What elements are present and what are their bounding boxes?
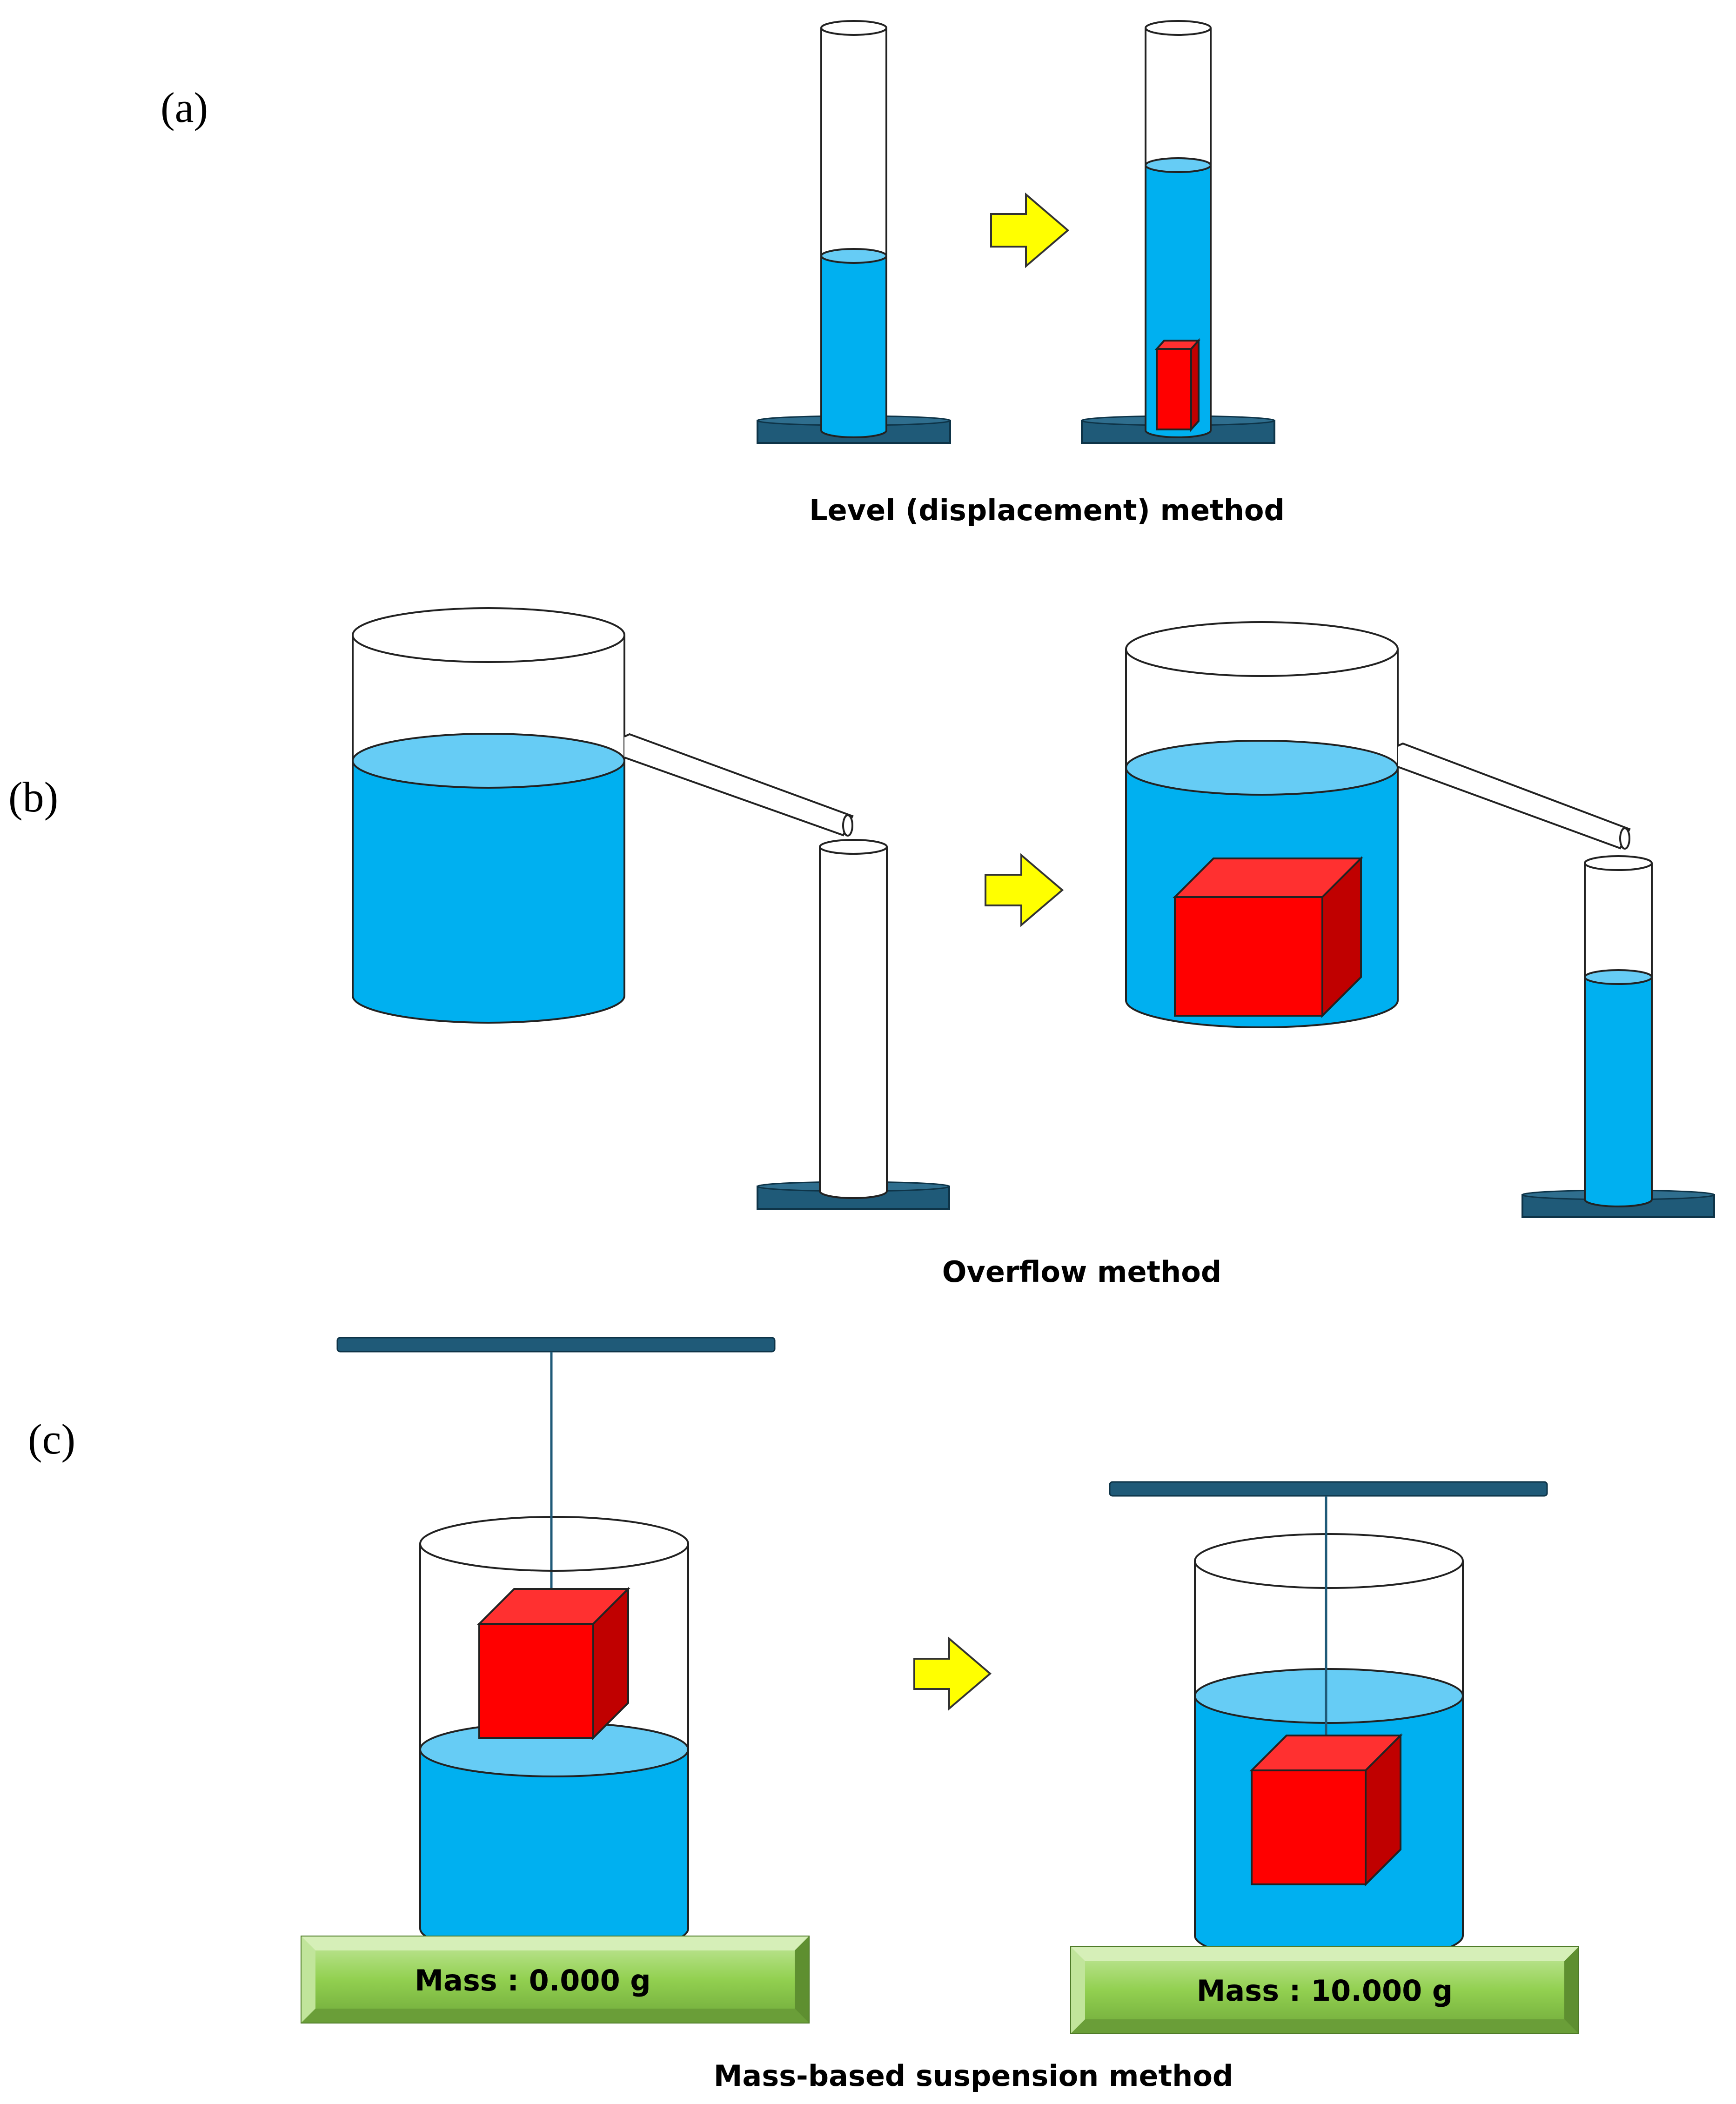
water-surface bbox=[1194, 1668, 1464, 1724]
arrow-right-icon bbox=[985, 853, 1064, 927]
beaker-b-before bbox=[352, 607, 854, 1024]
panel-label-b: (b) bbox=[8, 773, 58, 821]
beaker-b-after bbox=[1125, 621, 1631, 1028]
mass-readout-left: Mass : 0.000 g bbox=[415, 1963, 650, 1997]
panel-label-a: (a) bbox=[161, 84, 208, 131]
cube bbox=[1173, 856, 1363, 1018]
water-surface bbox=[352, 733, 625, 789]
caption-c: Mass-based suspension method bbox=[714, 2059, 1233, 2093]
water-body bbox=[352, 760, 625, 1024]
panel-label-c: (c) bbox=[28, 1415, 75, 1463]
caption-b: Overflow method bbox=[942, 1255, 1222, 1289]
collector-b-before bbox=[757, 839, 950, 1210]
water-column bbox=[820, 255, 887, 438]
suspension-setup-before: Mass : 0.000 g bbox=[301, 1337, 810, 2024]
suspension-setup-after: Mass : 10.000 g bbox=[1070, 1481, 1579, 2034]
cube bbox=[1154, 338, 1201, 432]
cylinder-a-after bbox=[1081, 20, 1275, 444]
water-surface bbox=[1584, 969, 1653, 985]
mass-readout-right: Mass : 10.000 g bbox=[1197, 1974, 1453, 2008]
arrow-right-icon bbox=[913, 1636, 992, 1711]
water-surface bbox=[820, 248, 887, 264]
balance-scale-left: Mass : 0.000 g bbox=[301, 1936, 810, 2024]
arrow-right-icon bbox=[990, 192, 1070, 268]
cylinder-a-before bbox=[757, 20, 951, 444]
water-body bbox=[419, 1749, 689, 1957]
suspension-bar bbox=[336, 1337, 776, 1353]
spout bbox=[1397, 742, 1631, 850]
caption-a: Level (displacement) method bbox=[809, 493, 1285, 527]
spout bbox=[624, 733, 854, 837]
balance-scale-right: Mass : 10.000 g bbox=[1070, 1946, 1579, 2034]
water-surface bbox=[1145, 157, 1212, 173]
water-column bbox=[1584, 976, 1653, 1207]
cube bbox=[477, 1587, 630, 1740]
suspension-bar bbox=[1109, 1481, 1548, 1497]
cube bbox=[1249, 1733, 1403, 1887]
panel-b: (b) bbox=[8, 607, 1715, 1289]
water-surface bbox=[1125, 740, 1399, 796]
panel-a: (a) Le bbox=[161, 20, 1285, 527]
panel-c: (c) bbox=[28, 1337, 1579, 2093]
collector-b-after bbox=[1522, 855, 1715, 1218]
